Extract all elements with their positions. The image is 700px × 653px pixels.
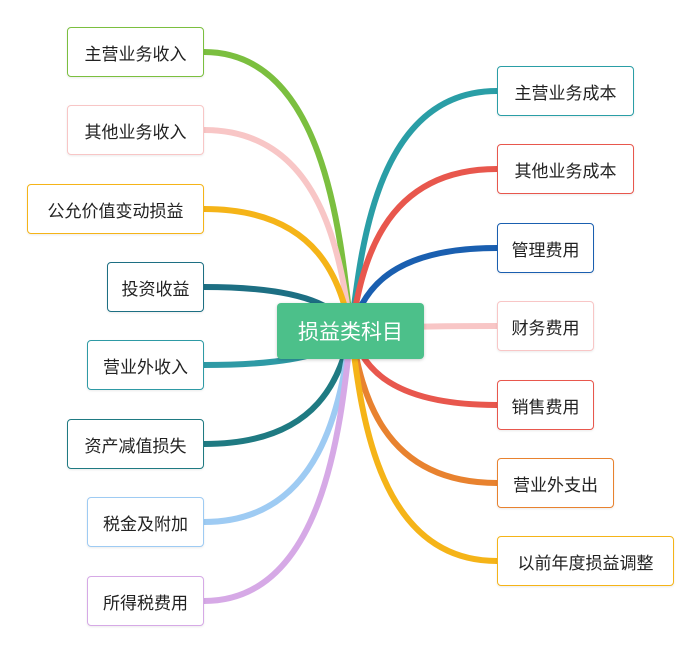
center-topic[interactable]: 损益类科目: [277, 303, 424, 359]
node-label: 主营业务收入: [84, 44, 187, 65]
node-label: 公允价值变动损益: [47, 201, 184, 222]
node-label: 营业外收入: [103, 357, 188, 378]
center-topic-label: 损益类科目: [298, 320, 403, 344]
node-label: 管理费用: [511, 240, 580, 261]
node-admin-expense[interactable]: 管理费用: [497, 223, 594, 273]
node-label: 销售费用: [511, 397, 580, 418]
node-label: 营业外支出: [513, 475, 598, 496]
node-taxes-and-surcharges[interactable]: 税金及附加: [87, 497, 204, 547]
node-label: 以前年度损益调整: [517, 553, 654, 574]
connector-right-0: [348, 88, 500, 334]
node-non-operating-income[interactable]: 营业外收入: [87, 340, 204, 390]
node-fair-value-change[interactable]: 公允价值变动损益: [27, 184, 204, 234]
node-label: 所得税费用: [103, 593, 188, 614]
node-prior-year-adjustment[interactable]: 以前年度损益调整: [497, 536, 674, 586]
node-other-business-revenue[interactable]: 其他业务收入: [67, 105, 204, 155]
node-main-business-cost[interactable]: 主营业务成本: [497, 66, 634, 116]
connector-left-1: [201, 127, 354, 334]
node-asset-impairment-loss[interactable]: 资产减值损失: [67, 419, 204, 469]
node-non-operating-expense[interactable]: 营业外支出: [497, 458, 614, 508]
node-label: 其他业务成本: [514, 161, 617, 182]
connector-left-7: [201, 328, 354, 604]
node-main-business-revenue[interactable]: 主营业务收入: [67, 27, 204, 77]
node-label: 财务费用: [511, 318, 580, 339]
connector-right-6: [348, 328, 500, 564]
node-financial-expense[interactable]: 财务费用: [497, 301, 594, 351]
node-label: 投资收益: [121, 279, 190, 300]
node-label: 税金及附加: [103, 514, 188, 535]
node-selling-expense[interactable]: 销售费用: [497, 380, 594, 430]
node-income-tax-expense[interactable]: 所得税费用: [87, 576, 204, 626]
node-other-business-cost[interactable]: 其他业务成本: [497, 144, 634, 194]
node-label: 主营业务成本: [514, 83, 617, 104]
node-label: 资产减值损失: [84, 436, 187, 457]
node-investment-income[interactable]: 投资收益: [107, 262, 204, 312]
node-label: 其他业务收入: [84, 122, 187, 143]
